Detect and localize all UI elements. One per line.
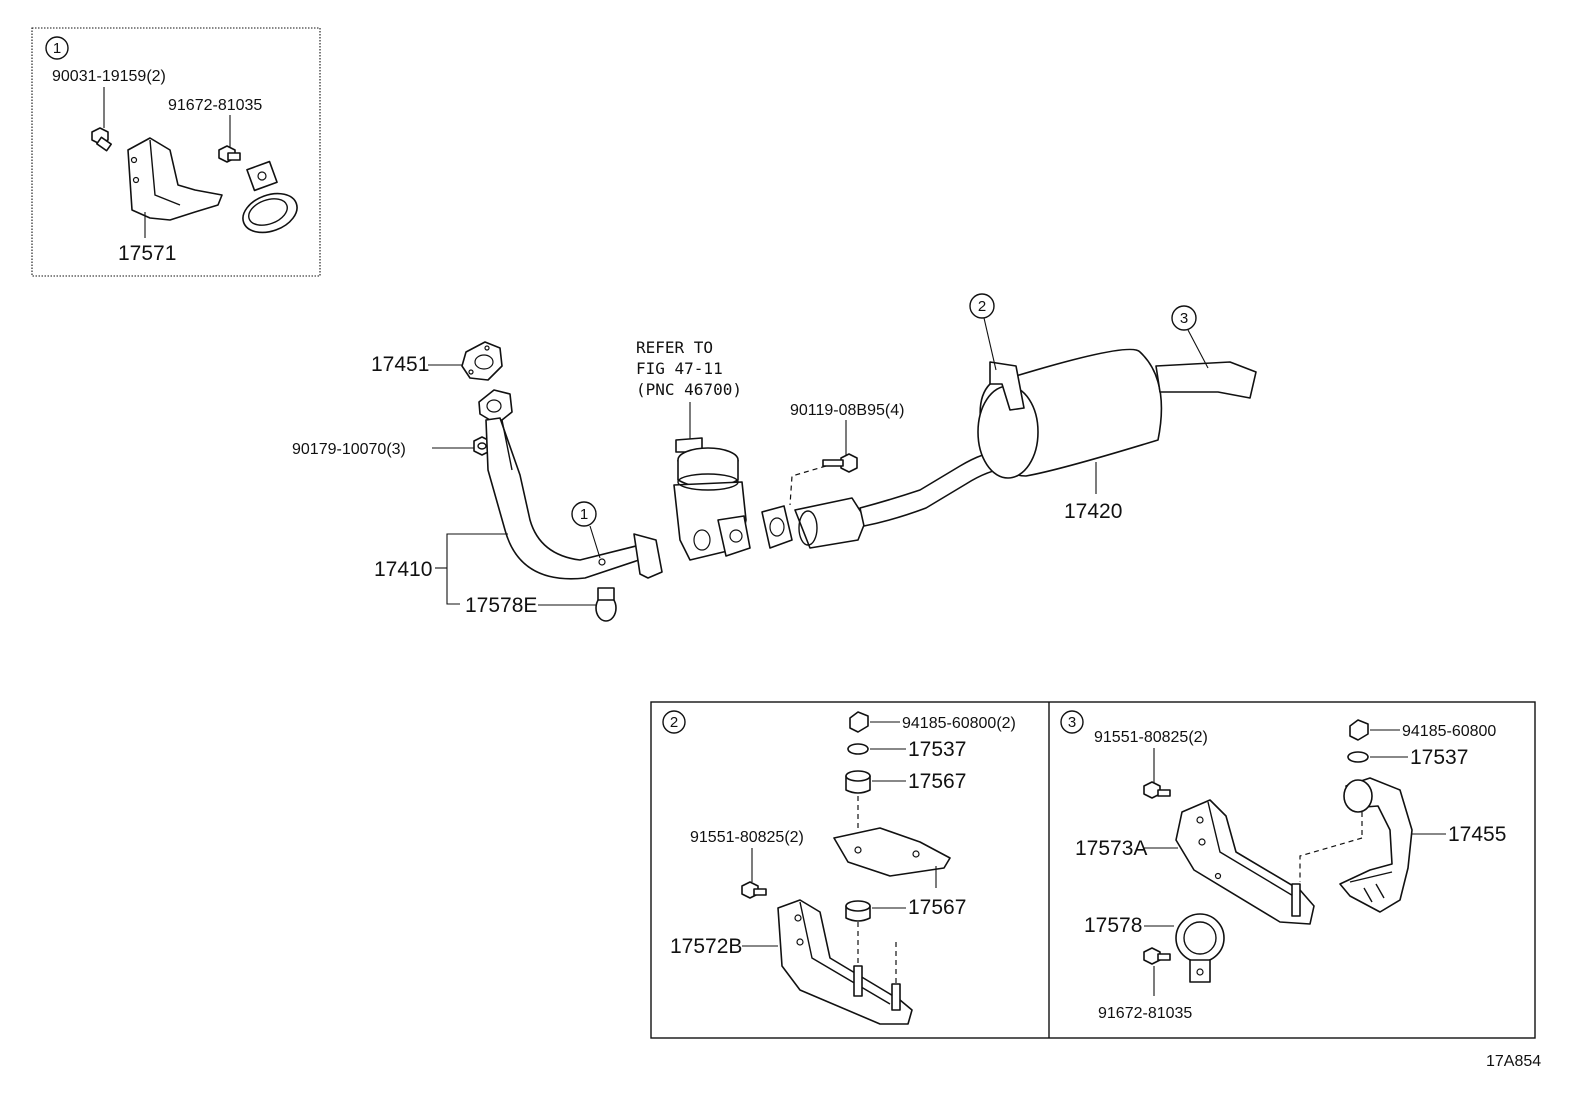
- muffler-assembly: [761, 348, 1257, 549]
- pipe-clamp: [1175, 913, 1225, 983]
- detail-panels: [650, 701, 1536, 1039]
- part-label-17567-d2-top: 17567: [908, 770, 966, 793]
- rubber-cushion: [845, 770, 871, 794]
- pipe-clamp-small: [595, 587, 617, 622]
- refer-note-line-1: REFER TO: [636, 338, 713, 357]
- part-label-17451: 17451: [371, 353, 429, 376]
- refer-note-line-2: FIG 47-11: [636, 359, 723, 378]
- muffler-bracket-17573A: [1175, 799, 1315, 925]
- washer: [1347, 751, 1369, 763]
- diagram-id: 17A854: [1486, 1053, 1541, 1070]
- callout-3-detail: 3: [1068, 714, 1076, 731]
- callout-2-detail: 2: [670, 714, 678, 731]
- part-label-17410: 17410: [374, 558, 432, 581]
- bolt-icon: [1143, 947, 1171, 965]
- heat-shield-bracket: [127, 137, 223, 221]
- bolt-icon: [218, 145, 241, 163]
- callout-3-main: 3: [1180, 310, 1188, 327]
- detail-3-mount: 3 91551-80825(2) 94185-60800 17537 17573…: [1060, 710, 1506, 1022]
- part-label-91672-81035-inset: 91672-81035: [168, 97, 262, 114]
- part-label-17537-d3: 17537: [1410, 746, 1468, 769]
- muffler-bracket-17572B: [777, 899, 913, 1025]
- callout-1-main: 1: [580, 506, 588, 523]
- bolt-icon: [91, 127, 113, 152]
- part-label-17567-d2-bottom: 17567: [908, 896, 966, 919]
- part-label-90179-10070: 90179-10070(3): [292, 441, 406, 458]
- part-label-17571: 17571: [118, 242, 176, 265]
- nut-icon: [1349, 719, 1369, 741]
- part-label-91551-80825-d2: 91551-80825(2): [690, 829, 804, 846]
- part-label-91672-81035-d3: 91672-81035: [1098, 1005, 1192, 1022]
- washer: [847, 743, 869, 755]
- refer-note-line-3: (PNC 46700): [636, 380, 742, 399]
- part-label-17578: 17578: [1084, 914, 1142, 937]
- detail-2-mount: 2 94185-60800(2) 17537 17567 91551-80825…: [662, 710, 1016, 1025]
- catalytic-converter: [673, 437, 751, 561]
- part-label-94185-60800-d2: 94185-60800(2): [902, 715, 1016, 732]
- bolt-icon: [822, 453, 858, 473]
- rubber-cushion: [845, 900, 871, 922]
- part-label-91551-80825-d3: 91551-80825(2): [1094, 729, 1208, 746]
- part-label-17455: 17455: [1448, 823, 1506, 846]
- part-label-17420: 17420: [1064, 500, 1122, 523]
- front-exhaust-pipe: [478, 389, 663, 580]
- callout-2-main: 2: [978, 298, 986, 315]
- bolt-icon: [741, 881, 767, 899]
- part-label-94185-60800-d3: 94185-60800: [1402, 723, 1496, 740]
- part-label-17578E: 17578E: [465, 594, 537, 617]
- muffler-bracket-17455: [1339, 777, 1413, 913]
- callout-1-inset: 1: [53, 40, 61, 57]
- nut-icon: [849, 711, 869, 733]
- part-label-17573A: 17573A: [1075, 837, 1147, 860]
- part-label-17537-d2: 17537: [908, 738, 966, 761]
- inset-detail-1: 1 90031-19159(2) 91672-81035 17571: [31, 27, 321, 277]
- bolt-icon: [1143, 781, 1171, 799]
- pipe-clamp: [242, 160, 298, 234]
- muffler-hanger-plate: [833, 827, 951, 877]
- part-label-90119-08B95: 90119-08B95(4): [790, 402, 904, 419]
- part-label-90031-19159: 90031-19159(2): [52, 68, 166, 85]
- part-label-17572B: 17572B: [670, 935, 742, 958]
- main-exhaust-assembly: 17451 90179-10070(3) 1 17410 17578E: [292, 293, 1257, 622]
